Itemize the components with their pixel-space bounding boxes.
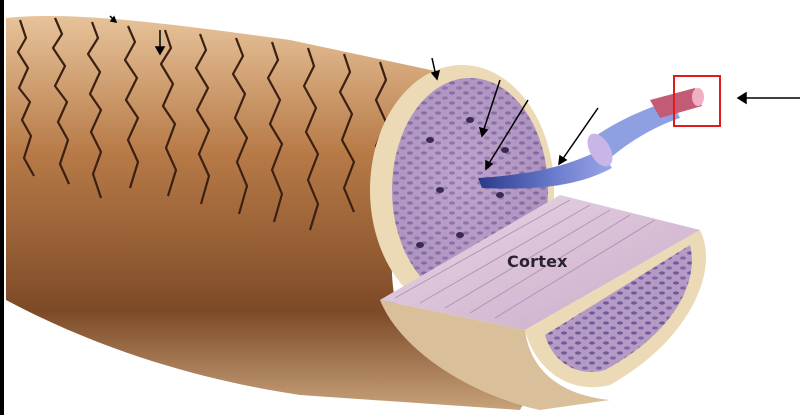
left-border <box>0 0 4 415</box>
arrow-icon <box>738 93 800 103</box>
cortex-label: Cortex <box>507 252 568 271</box>
